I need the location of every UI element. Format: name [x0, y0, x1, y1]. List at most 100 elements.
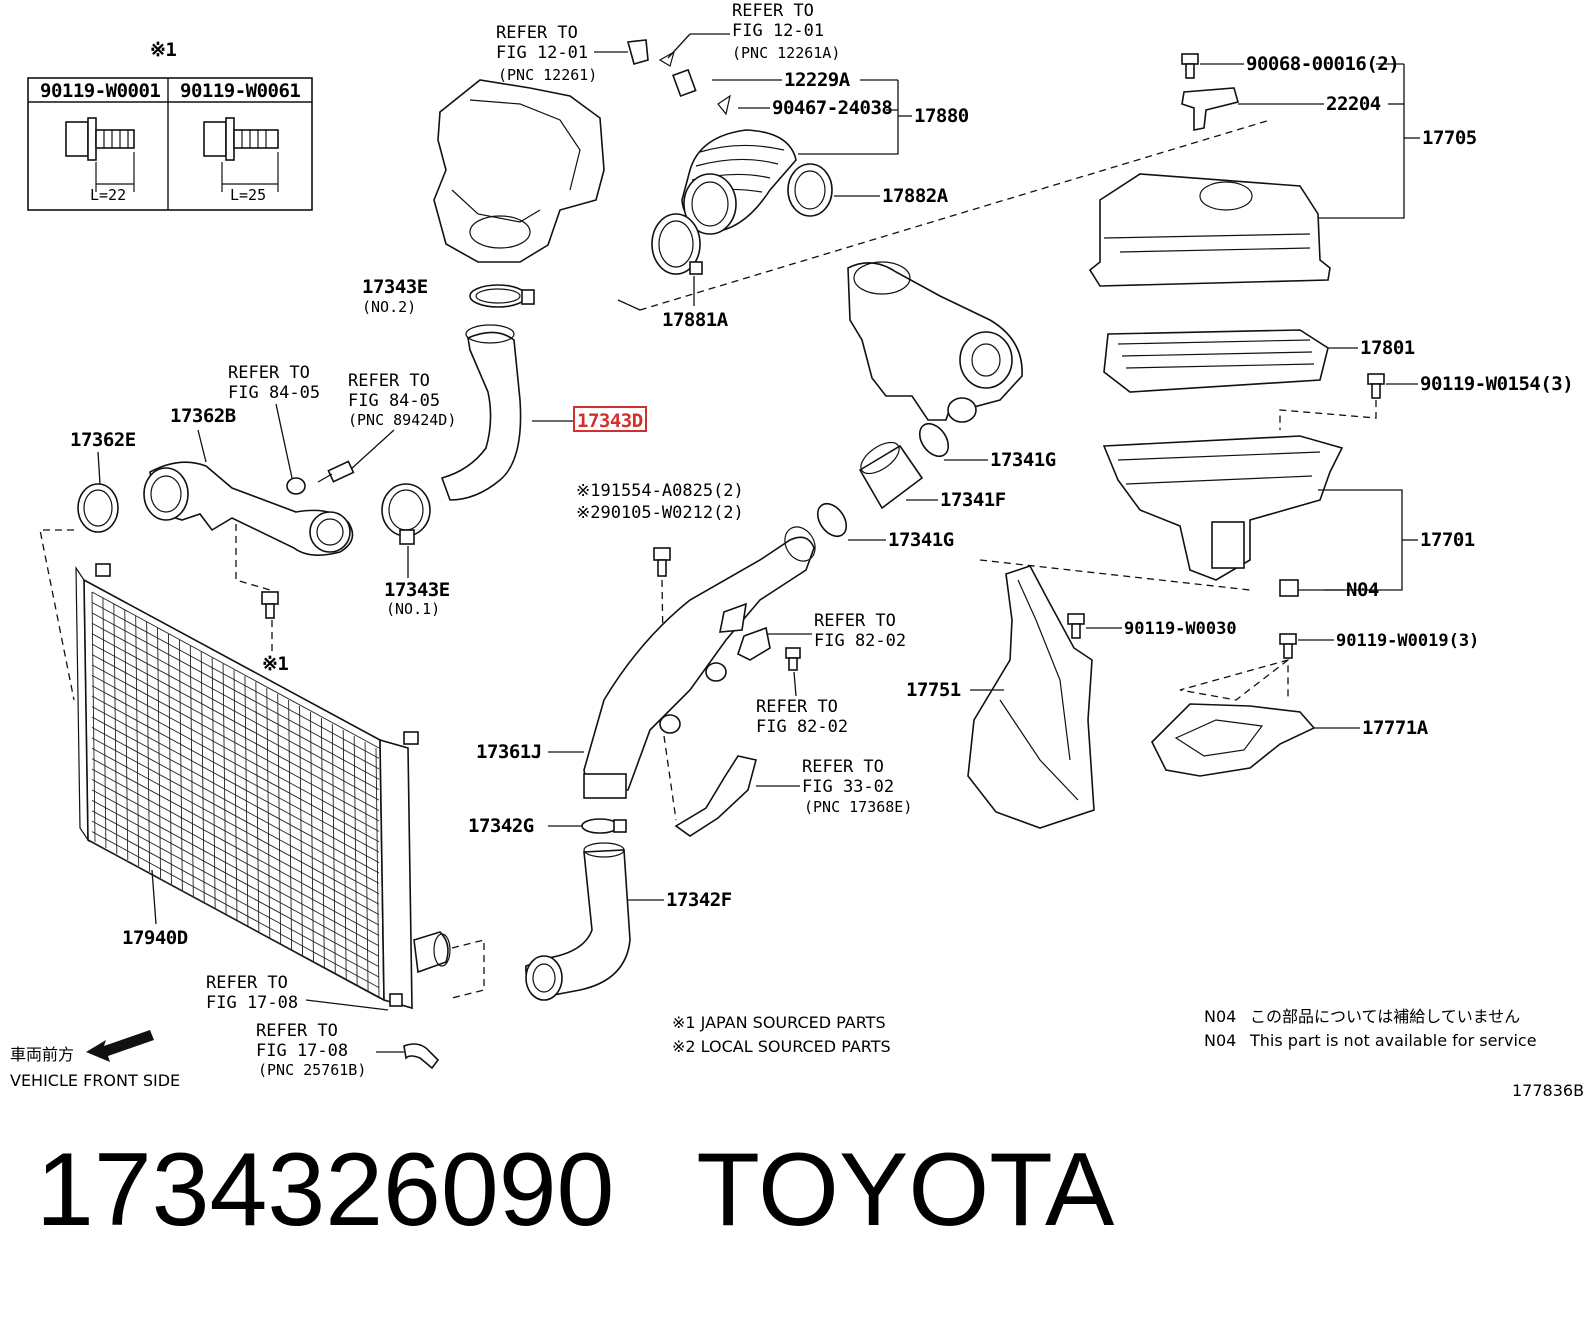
parts-diagram: ※1 90119-W0001 90119-W0061 L=22 L=25: [10, 1, 1584, 1100]
ref-line: REFER TO: [496, 23, 578, 43]
label-star-bolt-2: ※290105-W0212(2): [576, 503, 744, 523]
hose-17342f: [525, 842, 631, 1001]
bolt-icon: [1067, 613, 1085, 639]
label-17343e-no1-sub: (NO.1): [386, 600, 440, 618]
hose-17341f: [858, 441, 924, 510]
note-local-sourced: ※2 LOCAL SOURCED PARTS: [672, 1037, 891, 1056]
core-tube-line: [91, 799, 380, 957]
clamp-17343e-no2: [469, 284, 535, 308]
air-cleaner-cap: [1088, 173, 1331, 287]
ref-line: REFER TO: [206, 973, 288, 993]
bolt-length-1: L=22: [90, 186, 126, 204]
core-grid: [91, 591, 380, 999]
ref-line: FIG 12-01: [732, 21, 824, 41]
label-n04: N04: [1346, 579, 1379, 601]
label-90467: 90467-24038: [772, 97, 892, 119]
core-tube-line: [91, 602, 380, 759]
core-tube-line: [91, 664, 380, 822]
refer-fig-82-02-a: REFER TO FIG 82-02: [814, 611, 906, 651]
air-filter-17801: [1103, 329, 1329, 393]
bolt-part-1: 90119-W0001: [40, 80, 160, 102]
part-number: 1734326090: [36, 1132, 615, 1248]
refer-fig-12-01-b: REFER TO FIG 12-01 (PNC 12261A): [732, 1, 840, 62]
core-tube-line: [91, 654, 380, 811]
label-17701: 17701: [1420, 529, 1475, 551]
refer-fig-84-05-a: REFER TO FIG 84-05: [228, 363, 320, 403]
ref-line: FIG 17-08: [206, 993, 298, 1013]
label-17341g-upper: 17341G: [990, 449, 1056, 471]
bolt-icon: [785, 647, 801, 671]
figure-number: 177836B: [1512, 1081, 1584, 1100]
clamp-17882a: [787, 163, 833, 217]
label-17343e-no2-sub: (NO.2): [362, 298, 416, 316]
intake-boot-17880: [681, 129, 797, 235]
core-tube-line: [91, 706, 380, 863]
grommet: [286, 477, 306, 495]
front-side-en: VEHICLE FRONT SIDE: [10, 1071, 180, 1090]
label-90119-w0019: 90119-W0019(3): [1336, 631, 1479, 651]
label-90119-w0030: 90119-W0030: [1124, 619, 1237, 639]
front-side-jp: 車両前方: [10, 1045, 74, 1064]
clamp-17342g: [581, 818, 627, 834]
clip-90467: [717, 94, 731, 116]
ref-line: FIG 33-02: [802, 777, 894, 797]
core-tube-line: [91, 727, 380, 884]
hose-12229a: [672, 68, 697, 98]
ref-line: REFER TO: [814, 611, 896, 631]
label-17361j: 17361J: [476, 741, 542, 763]
ref-line: (PNC 17368E): [804, 798, 912, 816]
core-tube-line: [91, 789, 380, 947]
arrow-left-icon: [86, 1030, 154, 1062]
core-tube-line: [91, 716, 380, 874]
label-17341f: 17341F: [940, 489, 1006, 511]
ref-line: REFER TO: [802, 757, 884, 777]
intake-duct-17751: [967, 565, 1095, 829]
turbo-manifold-drawing: [433, 79, 605, 263]
label-17881a: 17881A: [662, 309, 729, 331]
bolt-icon: [1279, 633, 1297, 659]
core-tube-line: [91, 674, 380, 832]
label-17880: 17880: [914, 105, 969, 127]
core-tube-line: [91, 685, 380, 843]
hose-17343d: [440, 324, 522, 501]
label-17882a: 17882A: [882, 185, 949, 207]
intercooler-17940d: [75, 563, 451, 1010]
core-tube-line: [91, 737, 380, 895]
sensor-89424d: [317, 460, 355, 483]
bolt-part-2: 90119-W0061: [180, 80, 300, 102]
label-22204: 22204: [1326, 93, 1381, 115]
bolt-table-mark: ※1: [150, 39, 176, 61]
bracket: [737, 626, 771, 661]
label-mark1-bottom: ※1: [262, 653, 288, 675]
core-tube-line: [91, 831, 380, 988]
refer-fig-17-08-b: REFER TO FIG 17-08 (PNC 25761B): [256, 1021, 366, 1079]
core-tube-line: [91, 779, 380, 936]
refer-fig-17-08-a: REFER TO FIG 17-08: [206, 973, 298, 1013]
brand-name: TOYOTA: [696, 1132, 1115, 1248]
ref-line: FIG 82-02: [814, 631, 906, 651]
air-cleaner-case-17701: [1102, 435, 1344, 581]
bolt-icon: [653, 547, 671, 577]
ref-line: REFER TO: [732, 1, 814, 21]
label-17343d: 17343D: [577, 410, 643, 432]
refer-fig-84-05-b: REFER TO FIG 84-05 (PNC 89424D): [348, 371, 456, 429]
clip: [658, 50, 675, 67]
core-tube-line: [91, 758, 380, 916]
label-17343e-no2: 17343E: [362, 276, 428, 298]
ref-line: (PNC 89424D): [348, 411, 456, 429]
label-12229a: 12229A: [784, 69, 851, 91]
core-tube-line: [91, 612, 380, 770]
vacuum-fitting: [626, 39, 649, 65]
core-tube-line: [91, 768, 380, 926]
note-n04-en-code: N04: [1204, 1031, 1236, 1050]
ref-line: (PNC 25761B): [258, 1061, 366, 1079]
ref-line: FIG 12-01: [496, 43, 588, 63]
ref-line: REFER TO: [348, 371, 430, 391]
grommet-n04: [1279, 579, 1299, 597]
ref-line: FIG 17-08: [256, 1041, 348, 1061]
clamp-17362e: [77, 483, 119, 533]
bracket-17771a: [1151, 703, 1316, 777]
note-japan-sourced: ※1 JAPAN SOURCED PARTS: [672, 1013, 886, 1032]
core-tube-line: [91, 747, 380, 905]
bolt-length-2: L=25: [230, 186, 266, 204]
